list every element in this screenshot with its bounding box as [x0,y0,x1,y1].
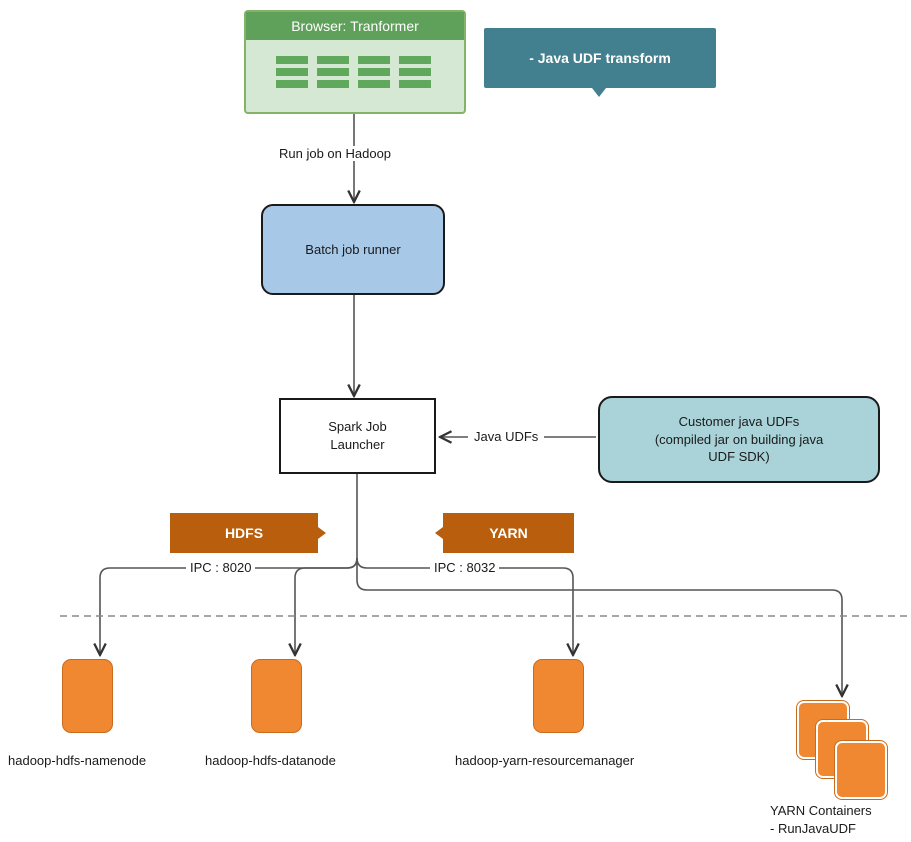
edge-spark-to-containers [356,558,842,696]
datanode-label: hadoop-hdfs-datanode [205,753,336,768]
hdfs-tag: HDFS [170,513,318,553]
edge-spark-to-datanode [295,557,358,655]
edge-spark-to-resourcemanager [356,557,573,655]
resourcemanager-label: hadoop-yarn-resourcemanager [455,753,635,768]
namenode-server-icon [62,659,113,733]
browser-transformer-node: Browser: Tranformer [244,10,466,114]
browser-title: Browser: Tranformer [246,12,464,40]
edge-label-run-job: Run job on Hadoop [279,146,392,161]
namenode-label: hadoop-hdfs-namenode [8,753,147,768]
spark-job-launcher-node: Spark Job Launcher [279,398,436,474]
batch-job-runner-node: Batch job runner [261,204,445,295]
datanode-server-icon [251,659,302,733]
callout-pointer [592,88,606,97]
edge-label-java-udfs: Java UDFs [468,429,545,444]
hdfs-tag-pointer [318,527,326,539]
yarn-containers-label: YARN Containers - RunJavaUDF [770,803,872,836]
yarn-tag-pointer [435,527,443,539]
java-udf-callout: - Java UDF transform [484,28,716,88]
resourcemanager-server-icon [533,659,584,733]
customer-java-udfs-node: Customer java UDFs (compiled jar on buil… [598,396,880,483]
yarn-tag: YARN [443,513,574,553]
edge-label-ipc-yarn: IPC : 8032 [430,560,500,575]
edge-label-ipc-hdfs: IPC : 8020 [186,560,256,575]
table-grid-icon [276,56,440,88]
